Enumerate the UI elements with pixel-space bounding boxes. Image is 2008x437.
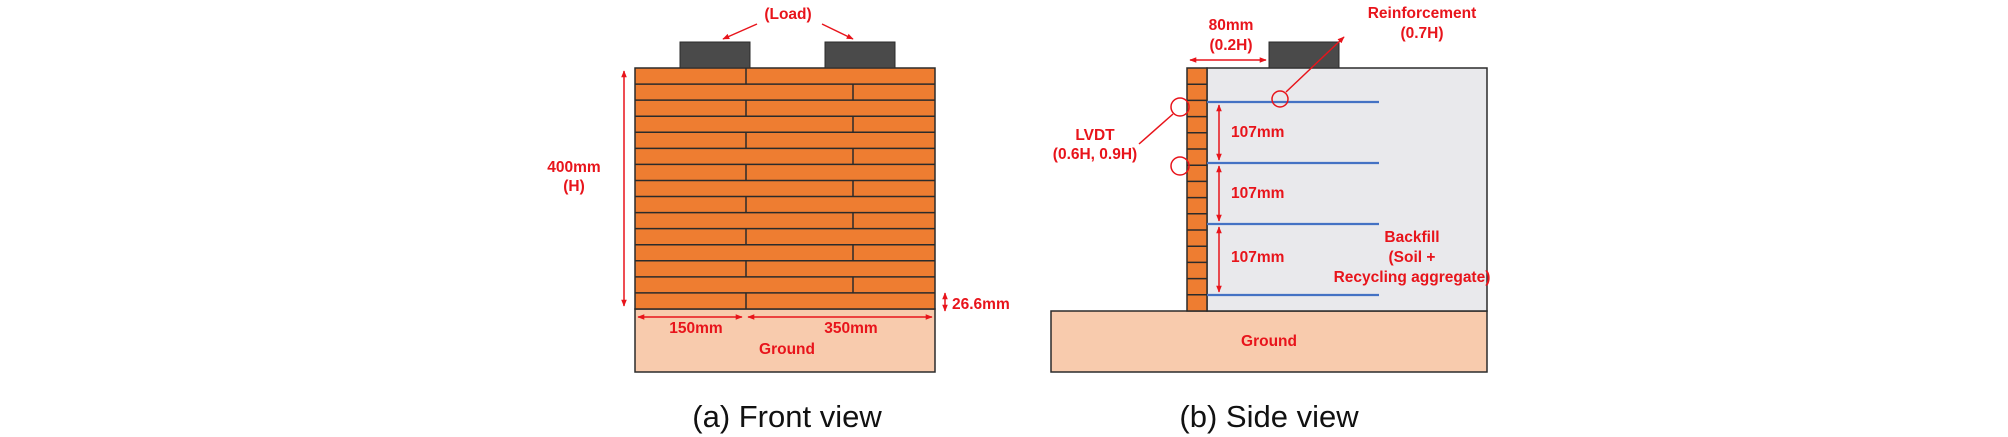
spacing-label-3: 107mm	[1231, 249, 1284, 266]
lvdt-callout-line	[1138, 113, 1174, 145]
load-block-right	[824, 41, 896, 69]
front-view-caption: (a) Front view	[692, 399, 882, 434]
reinforcement-label: Reinforcement	[1368, 5, 1477, 22]
backfill-aggregate-label: Recycling aggregate)	[1334, 269, 1491, 286]
course-height-label: 26.6mm	[952, 296, 1010, 313]
reinforcement-marker-circle	[1271, 90, 1289, 108]
height-label-h: (H)	[563, 178, 585, 195]
side-load-block	[1268, 41, 1340, 69]
side-view-caption: (b) Side view	[1179, 399, 1359, 434]
front-brick-courses	[635, 68, 935, 309]
offset-label: 80mm	[1209, 17, 1254, 34]
side-ground-label: Ground	[1241, 333, 1297, 350]
front-wall-outline	[634, 67, 936, 310]
load-label: (Load)	[764, 6, 811, 23]
reinforcement-callout-arrow	[1285, 36, 1345, 93]
lvdt-marker-upper	[1170, 97, 1190, 117]
width-left-label: 150mm	[669, 320, 722, 337]
side-view: 80mm (0.2H) Reinforcement (0.7H) LVDT (0…	[1050, 5, 1491, 434]
side-wall-courses	[1187, 83, 1207, 296]
backfill-soil-label: (Soil +	[1389, 249, 1436, 266]
height-label: 400mm	[547, 159, 600, 176]
lvdt-label: LVDT	[1075, 127, 1115, 144]
spacing-label-2: 107mm	[1231, 185, 1284, 202]
lvdt-position-label: (0.6H, 0.9H)	[1053, 146, 1137, 163]
width-right-label: 350mm	[824, 320, 877, 337]
reinforcement-ratio-label: (0.7H)	[1400, 25, 1443, 42]
side-wall-column	[1187, 68, 1207, 311]
backfill-label: Backfill	[1384, 229, 1439, 246]
side-ground	[1050, 310, 1488, 373]
backfill-region	[1206, 67, 1488, 312]
offset-ratio-label: (0.2H)	[1209, 37, 1252, 54]
lvdt-marker-lower	[1170, 156, 1190, 176]
front-wall-body	[635, 68, 935, 309]
load-arrow-left	[722, 23, 758, 40]
front-view: (Load) 400mm (H) 26.6mm 150mm 350mm Grou…	[547, 6, 1009, 434]
front-ground-label: Ground	[759, 341, 815, 358]
load-arrow-right	[821, 23, 854, 40]
side-wall-outline	[1186, 67, 1208, 312]
load-block-left	[679, 41, 751, 69]
spacing-label-1: 107mm	[1231, 124, 1284, 141]
